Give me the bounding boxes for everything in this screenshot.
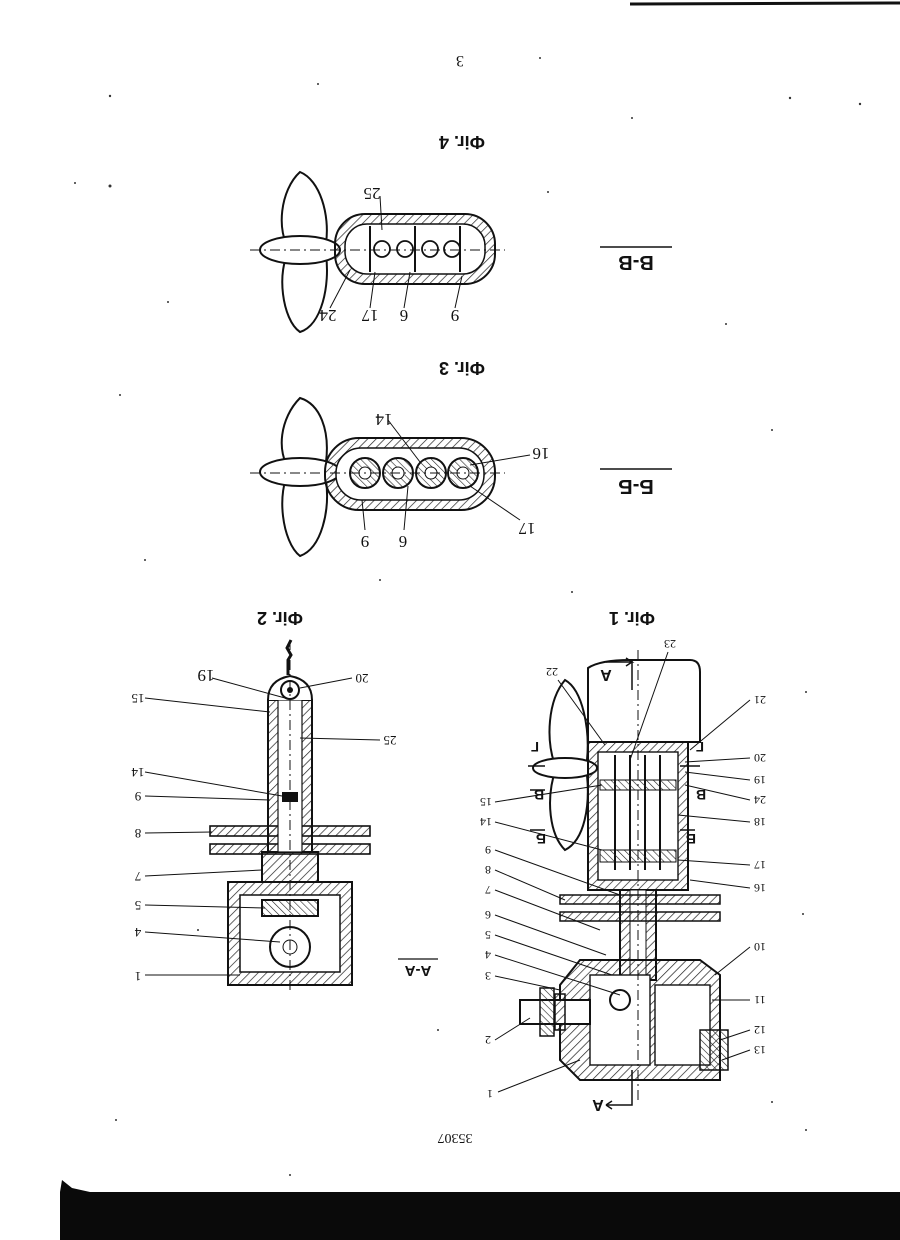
section-mark-a: А [592, 1096, 604, 1113]
label-8: 8 [135, 826, 142, 841]
document-number: 35307 [438, 1130, 473, 1145]
label-4: 4 [485, 948, 491, 962]
label-9: 9 [135, 789, 142, 804]
figure-3: 9 6 17 16 14 Б-Б Фіг. 3 [250, 358, 672, 556]
label-8: 8 [485, 863, 491, 877]
label-24: 24 [319, 306, 337, 325]
label-22: 22 [546, 665, 558, 679]
label-12: 12 [754, 1023, 766, 1037]
figure-4: 24 17 6 9 25 В-В Фіг. 4 [250, 132, 672, 332]
section-title-b-b: Б-Б [618, 475, 653, 497]
label-9: 9 [451, 306, 460, 325]
label-1: 1 [135, 969, 142, 984]
section-mark-b: Б [686, 831, 696, 847]
figure-4-caption: Фіг. 4 [439, 132, 485, 152]
label-7: 7 [485, 883, 491, 897]
label-9: 9 [361, 532, 370, 551]
label-10: 10 [754, 940, 766, 954]
label-1: 1 [487, 1087, 493, 1101]
figure-2: 1 4 5 7 8 9 14 15 25 20 19 А-А Фіг. 2 [131, 608, 438, 990]
label-17: 17 [754, 858, 766, 872]
section-title-a-a: А-А [405, 962, 432, 979]
label-25: 25 [384, 733, 397, 748]
label-18: 18 [754, 815, 766, 829]
label-20: 20 [356, 671, 369, 686]
label-17: 17 [518, 519, 536, 538]
label-20: 20 [754, 751, 766, 765]
figure-3-caption: Фіг. 3 [439, 358, 485, 378]
label-19: 19 [198, 666, 215, 685]
label-25: 25 [364, 184, 381, 203]
figure-1: А А Б Б В В Г Г [480, 608, 766, 1113]
figure-1-caption: Фіг. 1 [609, 608, 655, 628]
label-16: 16 [533, 444, 550, 463]
label-14: 14 [480, 815, 492, 829]
page-number: 3 [456, 52, 464, 69]
label-4: 4 [134, 925, 141, 940]
label-2: 2 [485, 1033, 491, 1047]
label-15: 15 [480, 795, 492, 809]
label-6: 6 [485, 908, 491, 922]
label-9: 9 [485, 843, 491, 857]
label-15: 15 [132, 691, 145, 706]
label-7: 7 [134, 869, 141, 884]
label-24: 24 [754, 793, 766, 807]
scan-border-band [60, 1192, 900, 1240]
label-14: 14 [131, 765, 145, 780]
label-16: 16 [754, 881, 766, 895]
label-21: 21 [754, 693, 766, 707]
label-17: 17 [361, 306, 379, 325]
figure-2-caption: Фіг. 2 [257, 608, 303, 628]
label-19: 19 [754, 773, 766, 787]
section-title-v-v: В-В [618, 251, 654, 273]
label-5: 5 [485, 928, 491, 942]
label-3: 3 [485, 969, 491, 983]
label-11: 11 [754, 993, 766, 1007]
scan-edge-line [630, 3, 900, 4]
label-6: 6 [399, 532, 408, 551]
label-5: 5 [135, 898, 142, 913]
section-mark-a: А [600, 666, 612, 683]
label-23: 23 [664, 637, 676, 651]
label-6: 6 [400, 306, 409, 325]
label-13: 13 [754, 1043, 766, 1057]
label-14: 14 [375, 410, 393, 429]
section-mark-g: Г [531, 739, 539, 755]
